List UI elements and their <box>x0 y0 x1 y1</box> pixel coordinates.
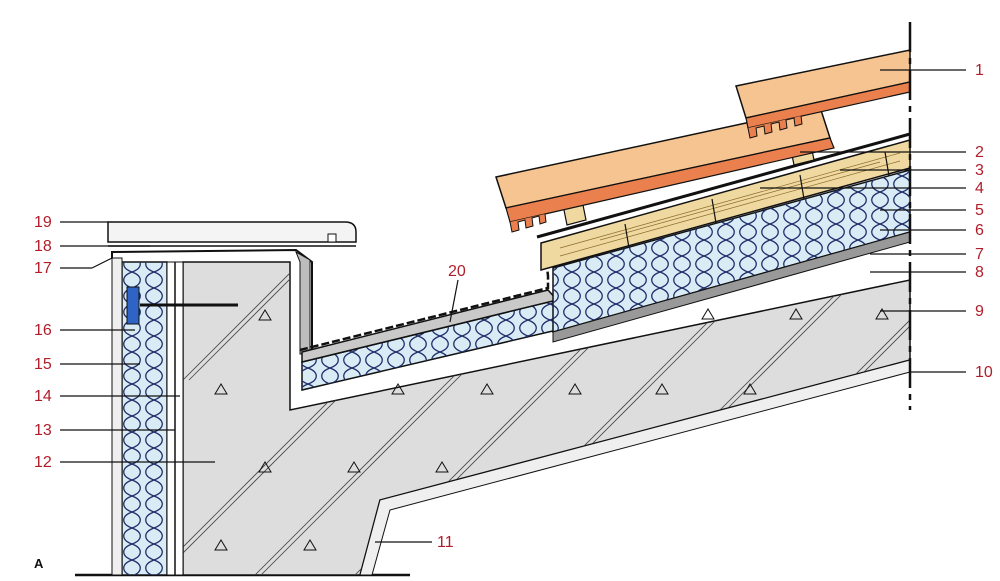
timber-grain <box>559 152 901 257</box>
coping-stone <box>107 221 357 243</box>
callout-19: 19 <box>34 214 52 231</box>
timber-board-joints <box>624 151 890 249</box>
callout-9: 9 <box>975 303 984 320</box>
callout-11: 11 <box>437 534 454 551</box>
callout-13: 13 <box>34 422 52 439</box>
aggregate-triangles <box>214 308 889 551</box>
callout-12: 12 <box>34 454 52 471</box>
underlay-membrane <box>536 132 911 239</box>
coping-drip <box>327 233 337 243</box>
callout-6: 6 <box>975 222 984 239</box>
callout-14: 14 <box>34 388 52 405</box>
parapet-upstand-membrane <box>295 250 311 355</box>
roof-tile-lower <box>495 106 835 233</box>
leader-lines <box>60 69 966 543</box>
callout-3: 3 <box>975 162 984 179</box>
mesh-anchor <box>126 286 140 325</box>
callout-10: 10 <box>975 364 993 381</box>
callout-8: 8 <box>975 264 984 281</box>
callout-2: 2 <box>975 144 984 161</box>
wall-render-layer <box>111 257 123 576</box>
callout-20: 20 <box>448 263 466 280</box>
roof-tile-upper <box>735 49 911 139</box>
callout-4: 4 <box>975 180 984 197</box>
callout-18: 18 <box>34 238 52 255</box>
callout-17: 17 <box>34 260 52 277</box>
callout-5: 5 <box>975 202 984 219</box>
callout-15: 15 <box>34 356 52 373</box>
section-label: A <box>34 556 44 571</box>
callout-16: 16 <box>34 322 52 339</box>
callout-7: 7 <box>975 246 984 263</box>
callout-1: 1 <box>975 62 984 79</box>
